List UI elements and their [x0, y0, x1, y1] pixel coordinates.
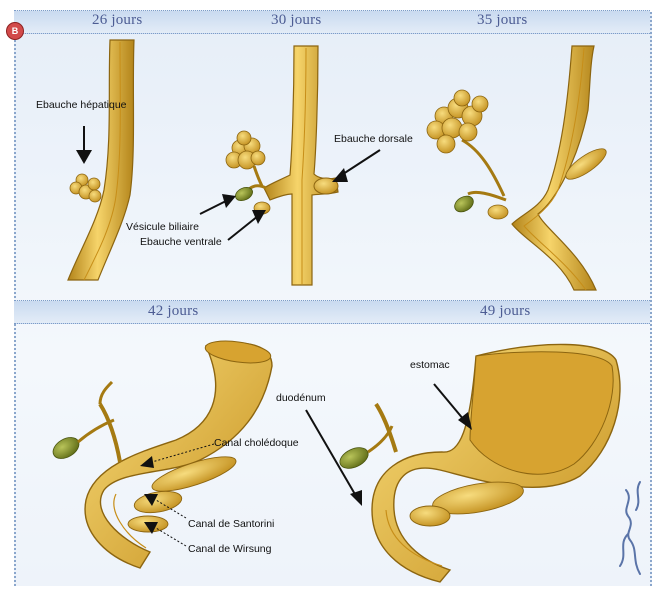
label-ebauche-dorsale: Ebauche dorsale	[334, 133, 413, 145]
stage-30-gut-tube	[264, 46, 338, 285]
label-estomac: estomac	[410, 359, 450, 371]
stage-26-gut-tube	[68, 40, 134, 280]
stage-26-hepatic-bud	[70, 174, 101, 202]
stage-30-liver-bud	[226, 131, 265, 186]
label-canal-choledoque: Canal cholédoque	[214, 437, 299, 449]
label-ebauche-hepatique: Ebauche hépatique	[36, 99, 127, 111]
stage-35-pancreas	[488, 144, 610, 219]
artist-signature	[610, 470, 650, 580]
label-ebauche-ventrale: Ebauche ventrale	[140, 236, 222, 248]
label-canal-wirsung: Canal de Wirsung	[188, 543, 271, 555]
stage-49-gallbladder	[337, 404, 396, 472]
stage-49-stomach-duodenum	[372, 344, 620, 582]
stage-42-gallbladder	[49, 382, 120, 463]
stage-35-liver	[427, 90, 504, 196]
stage-49-pancreas	[410, 476, 526, 526]
label-canal-santorini: Canal de Santorini	[188, 518, 274, 530]
label-duodenum: duodénum	[276, 392, 326, 404]
label-vesicule-biliaire: Vésicule biliaire	[126, 221, 199, 233]
stage-42-stomach-duodenum	[85, 338, 272, 568]
